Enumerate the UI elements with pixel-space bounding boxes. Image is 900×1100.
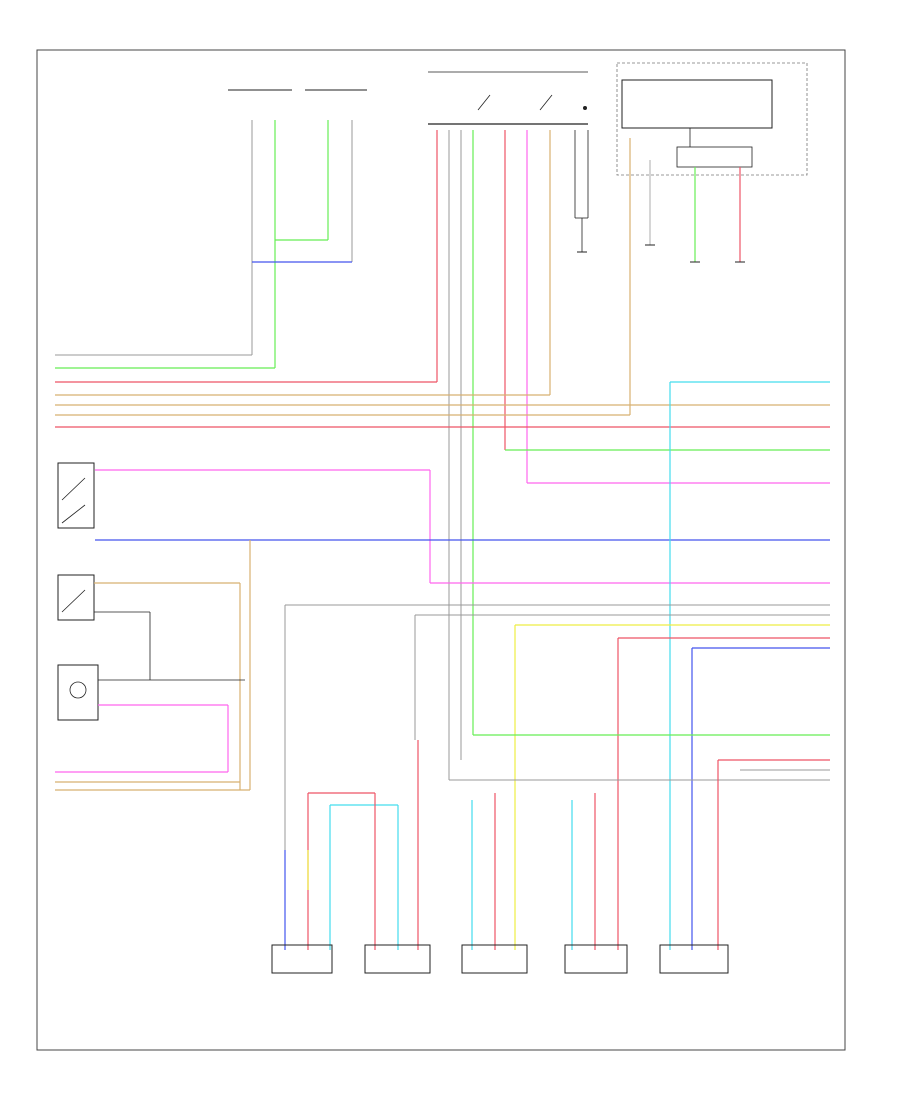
top-module-bus — [428, 71, 588, 125]
diagram-frame — [36, 49, 846, 1051]
bottom-module-1 — [271, 944, 333, 974]
bottom-module-2 — [364, 944, 431, 974]
switch-1 — [57, 462, 95, 529]
switch-2 — [57, 574, 241, 790]
top-module-lock — [616, 62, 808, 176]
bottom-module-3 — [461, 944, 528, 974]
top-wire-drops — [251, 120, 741, 780]
ground-symbols — [577, 244, 745, 263]
bottom-wire-drops — [284, 740, 596, 950]
bottom-module-5 — [659, 944, 729, 974]
harness-bus — [55, 354, 830, 950]
bottom-module-4 — [564, 944, 628, 974]
switch-3 — [55, 540, 251, 791]
